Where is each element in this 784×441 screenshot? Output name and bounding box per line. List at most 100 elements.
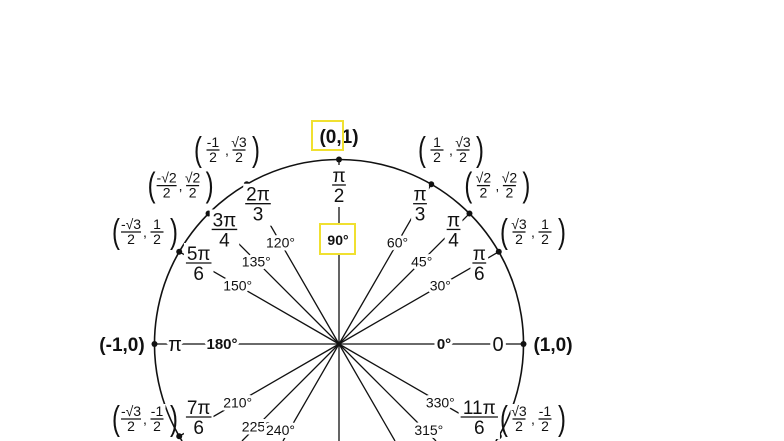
right-paren: ): [170, 400, 178, 438]
comma: ,: [449, 142, 453, 158]
degree-label-0: 0°: [437, 336, 451, 353]
coord-x-60-bg: [428, 135, 446, 168]
coordinate-label-150: -√32,12(): [112, 213, 178, 251]
coordinate-label-330: √32,-12(): [500, 400, 566, 438]
left-paren: (: [112, 213, 120, 251]
coord-y-120: √32: [230, 134, 248, 168]
coord-y-60-denominator: 2: [459, 149, 467, 165]
coord-x-150-numerator: -√3: [121, 216, 141, 232]
coordinate-label-60: 12,√32(): [418, 131, 484, 169]
coordinate-label-0: (1,0): [533, 335, 572, 356]
coord-y-60-numerator: √3: [455, 134, 471, 150]
radian-label-135-numerator: 3π: [213, 210, 237, 231]
degree-label-240: 240°: [266, 422, 295, 438]
point-dot-30: [495, 248, 502, 255]
degree-label-210: 210°: [223, 395, 252, 411]
coord-y-135-denominator: 2: [189, 185, 197, 201]
coord-x-150: -√32: [119, 216, 144, 249]
coord-y-135-bg: [184, 170, 202, 203]
radian-label-45-denominator: 4: [448, 230, 459, 251]
ray-225: [241, 343, 340, 441]
point-dot-210: [176, 433, 183, 440]
radian-label-210-denominator: 6: [193, 418, 204, 439]
point-dot-90: [336, 156, 342, 163]
radian-label-135: 3π4: [209, 209, 240, 252]
degree-label-45: 45°: [411, 253, 432, 269]
left-paren: (: [500, 213, 508, 251]
coord-x-45-numerator: √2: [476, 170, 492, 186]
comma: ,: [531, 411, 535, 427]
radian-label-135-denominator: 4: [219, 230, 230, 251]
coord-x-135: -√22: [154, 170, 179, 203]
radian-label-150-denominator: 6: [193, 264, 204, 285]
degree-label-90: 90°: [327, 232, 348, 248]
coord-x-330: √32: [510, 403, 528, 436]
coord-x-60-numerator: 1: [433, 134, 441, 150]
radian-label-30-bg: [470, 243, 489, 285]
radian-label-90-numerator: π: [332, 166, 345, 187]
right-paren: ): [206, 166, 214, 204]
radian-label-30-denominator: 6: [474, 264, 485, 285]
radian-label-210-bg: [183, 397, 214, 439]
right-paren: ): [558, 400, 566, 438]
coord-y-150-denominator: 2: [153, 231, 161, 247]
comma: ,: [143, 411, 147, 427]
coord-y-135: √22: [184, 170, 202, 203]
coord-y-210-denominator: 2: [153, 418, 161, 434]
comma: ,: [143, 224, 147, 240]
ray-300: [338, 343, 396, 441]
radian-label-210: 7π6: [183, 397, 214, 439]
coordinate-label-180: (-1,0): [99, 335, 144, 356]
point-dot-60: [428, 181, 435, 188]
radian-label-120-denominator: 3: [253, 205, 264, 226]
radian-label-135-bg: [209, 209, 240, 252]
point-dot-180: [151, 341, 158, 347]
radian-label-120-bg: [243, 183, 273, 226]
radian-label-180: π: [168, 334, 182, 356]
coord-y-135-numerator: √2: [185, 170, 201, 186]
coord-x-135-denominator: 2: [163, 185, 171, 201]
coord-y-150-numerator: 1: [153, 216, 161, 232]
left-paren: (: [418, 131, 426, 169]
radian-label-45-numerator: π: [447, 210, 460, 231]
radian-label-90-denominator: 2: [334, 186, 345, 207]
highlight-box-90: [319, 223, 356, 255]
coord-x-45: √22: [474, 170, 492, 203]
coord-x-330-denominator: 2: [515, 418, 523, 434]
left-paren: (: [464, 166, 472, 204]
degree-label-120: 120°: [266, 235, 295, 251]
left-paren: (: [500, 400, 508, 438]
coord-x-120-numerator: -1: [207, 134, 220, 150]
coord-x-120: -12: [204, 134, 222, 168]
left-paren: (: [194, 131, 202, 169]
coord-y-60-bg: [454, 135, 472, 168]
comma: ,: [179, 178, 183, 194]
coord-y-45-numerator: √2: [502, 170, 518, 186]
radian-label-150-numerator: 5π: [187, 244, 211, 265]
coord-x-30: √32: [510, 216, 528, 249]
radian-label-330-bg: [458, 397, 500, 439]
coordinate-label-90: (0,1): [319, 127, 358, 148]
degree-label-30: 30°: [430, 278, 451, 294]
coord-y-30-numerator: 1: [541, 216, 549, 232]
radian-label-150: 5π6: [183, 243, 214, 285]
ray-315: [338, 343, 437, 441]
coord-x-135-numerator: -√2: [157, 170, 177, 186]
right-paren: ): [252, 131, 260, 169]
degree-label-225: 225°: [242, 419, 271, 435]
coord-y-60: √32: [454, 134, 472, 168]
coord-y-30-bg: [536, 217, 554, 249]
coord-x-45-bg: [474, 170, 492, 203]
radian-label-120-numerator: 2π: [246, 185, 270, 206]
right-paren: ): [558, 213, 566, 251]
degree-label-60: 60°: [387, 235, 408, 251]
radian-label-210-numerator: 7π: [187, 398, 211, 419]
coord-y-210-bg: [148, 404, 166, 436]
coord-x-210-numerator: -√3: [121, 403, 141, 419]
comma: ,: [495, 178, 499, 194]
coord-y-30-denominator: 2: [541, 231, 549, 247]
coordinate-label-135: -√22,√22(): [148, 166, 214, 204]
radian-label-330-denominator: 6: [474, 418, 485, 439]
point-dot-150: [176, 248, 183, 255]
